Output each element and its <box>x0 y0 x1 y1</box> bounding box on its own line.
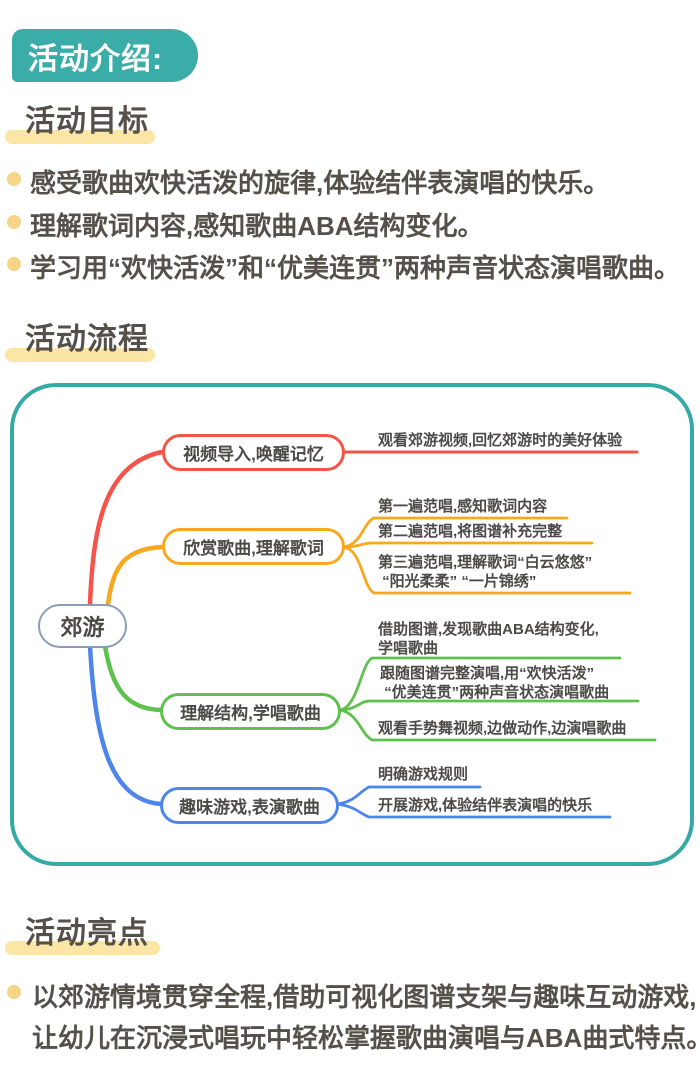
bullet-icon <box>7 985 21 999</box>
mindmap-branch-node-video: 视频导入,唤醒记忆 <box>162 434 345 471</box>
mindmap-subtopic: 跟随图谱完整演唱,用“欢快活泼” <box>380 665 595 682</box>
goals-heading-highlight-bar <box>5 130 155 144</box>
mindmap-subtopic: 学唱歌曲 <box>378 640 439 657</box>
highlights-heading-highlight-bar <box>5 941 160 955</box>
mindmap-subtopic: 借助图谱,发现歌曲ABA结构变化, <box>378 621 599 638</box>
mindmap-branch-node-game: 趣味游戏,表演歌曲 <box>160 787 339 824</box>
goal-item: 感受歌曲欢快活泼的旋律,体验结伴表演唱的快乐。 <box>30 168 610 198</box>
mindmap-subtopic: 第二遍范唱,将图谱补充完整 <box>378 523 563 540</box>
mindmap-subtopic: 开展游戏,体验结伴表演唱的快乐 <box>378 797 593 814</box>
mindmap-branch-node-listen: 欣赏歌曲,理解歌词 <box>162 528 345 565</box>
bullet-icon <box>7 215 21 229</box>
highlights-heading: 活动亮点 <box>25 917 149 950</box>
bullet-icon <box>7 172 21 186</box>
goals-heading: 活动目标 <box>25 105 149 138</box>
mindmap-branch-node-learn: 理解结构,学唱歌曲 <box>160 693 341 730</box>
mindmap-subtopic: 第三遍范唱,理解歌词“白云悠悠” <box>378 554 593 571</box>
mindmap-root-node: 郊游 <box>38 604 127 648</box>
goal-item: 理解歌词内容,感知歌曲ABA结构变化。 <box>30 211 484 241</box>
flow-heading: 活动流程 <box>25 323 149 356</box>
activity-intro-badge: 活动介绍: <box>12 29 198 82</box>
flow-heading-highlight-bar <box>5 348 155 362</box>
goal-item: 学习用“欢快活泼”和“优美连贯”两种声音状态演唱歌曲。 <box>30 253 681 283</box>
mindmap-subtopic: 观看郊游视频,回忆郊游时的美好体验 <box>378 432 623 449</box>
highlight-item-line: 以郊游情境贯穿全程,借助可视化图谱支架与趣味互动游戏, <box>32 982 697 1012</box>
highlight-item-line: 让幼儿在沉浸式唱玩中轻松掌握歌曲演唱与ABA曲式特点。 <box>32 1023 700 1053</box>
mindmap-subtopic: 明确游戏规则 <box>378 766 469 783</box>
mindmap-subtopic: “优美连贯”两种声音状态演唱歌曲 <box>380 684 610 701</box>
mindmap-subtopic: 第一遍范唱,感知歌词内容 <box>378 498 548 515</box>
bullet-icon <box>7 257 21 271</box>
mindmap-subtopic: 观看手势舞视频,边做动作,边演唱歌曲 <box>378 720 627 737</box>
mindmap-subtopic: “阳光柔柔” “一片锦绣” <box>378 573 537 590</box>
